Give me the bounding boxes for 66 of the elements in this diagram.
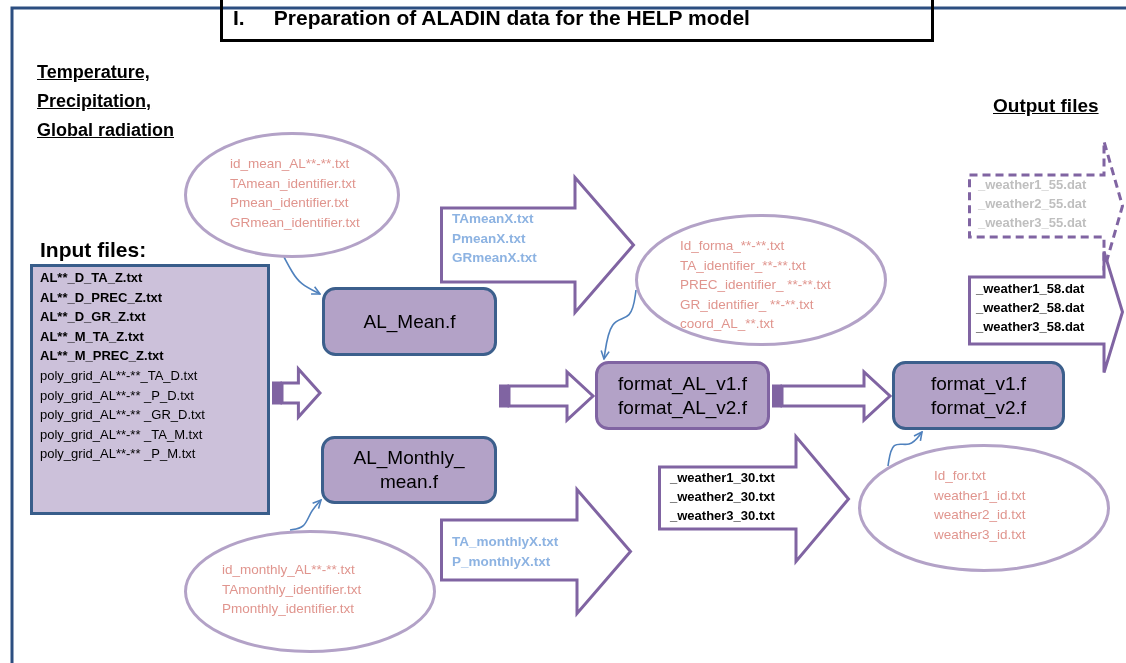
curved-arrow [283,256,321,295]
file-name: weather3_id.txt [934,525,1026,544]
program-name: AL_Mean.f [363,309,456,334]
file-name: PREC_identifier_ **-**.txt [680,276,831,295]
program-name: format_AL_v2.f [618,395,747,420]
file-name: AL**_D_TA_Z.txt [40,269,143,287]
file-name: TAmonthly_identifier.txt [222,580,362,599]
block-arrow-shape [440,488,632,615]
program-box [322,287,497,356]
file-name: coord_AL_**.txt [680,315,775,334]
file-name: Pmean_identifier.txt [230,194,350,213]
file-name: GR_identifier_ **-**.txt [680,295,815,314]
file-name: id_monthly_AL**-**.txt [222,561,356,579]
file-name: Id_for.txt [934,467,987,485]
program-name: format_v1.f [930,371,1026,396]
program-name: format_AL_v1.f [618,371,747,396]
file-name: weather1_id.txt [934,486,1026,505]
block-arrow-shape [968,250,1124,374]
program-box [595,361,770,430]
title-box: I. Preparation of ALADIN data for the HELP model [220,0,934,42]
file-name: poly_grid_AL**-**_TA_D.txt [40,367,198,385]
program-name: format_v2.f [930,395,1026,420]
file-name: Id_forma_**-**.txt [680,237,786,255]
file-name: id_mean_AL**-**.txt [230,155,351,173]
file-name: _weather2_55.dat [978,194,1087,213]
file-list-ellipse [184,132,400,258]
file-name: P_monthlyX.txt [452,552,552,571]
file-name: TAmean_identifier.txt [230,174,357,193]
panel-heading: Input files: [40,237,147,263]
file-name: _weather1_58.dat [976,280,1085,298]
file-name: weather2_id.txt [934,506,1026,525]
file-name: AL**_M_PREC_Z.txt [40,347,164,366]
file-name: poly_grid_AL**-** _GR_D.txt [40,406,205,425]
program-box [892,361,1065,430]
curved-arrow [600,289,637,360]
file-name: AL**_M_TA_Z.txt [40,327,144,346]
file-name: poly_grid_AL**-** _P_D.txt [40,386,194,405]
program-name: AL_Monthly_ mean.f [352,446,466,494]
file-name: _weather1_30.txt [670,469,775,487]
file-name: poly_grid_AL**-** _TA_M.txt [40,425,203,444]
file-name: Pmonthly_identifier.txt [222,600,356,619]
file-name: poly_grid_AL**-** _P_M.txt [40,445,196,464]
file-name: AL**_D_GR_Z.txt [40,308,146,327]
file-name: _weather3_30.txt [670,506,775,525]
file-name: TA_monthlyX.txt [452,533,559,551]
file-name: GRmeanX.txt [452,249,537,268]
file-name: _weather1_55.dat [978,176,1087,194]
file-list-ellipse [184,530,436,653]
curved-arrow [887,431,923,467]
heading-label: Output files [993,94,1100,118]
file-name: _weather2_58.dat [976,298,1085,317]
file-name: AL**_D_PREC_Z.txt [40,288,163,307]
file-name: TAmeanX.txt [452,210,535,228]
heading-label: Temperature, Precipitation, Global radiation [37,61,175,142]
file-list-ellipse [858,444,1110,572]
file-list-ellipse [635,214,887,346]
file-name: TA_identifier_**-**.txt [680,256,807,275]
program-box [321,436,497,504]
file-name: GRmean_identifier.txt [230,213,360,232]
block-arrow-shape [440,176,635,314]
block-arrow-shape [658,435,850,563]
file-name: _weather3_58.dat [976,317,1085,336]
file-name: _weather2_30.txt [670,487,775,506]
file-name: _weather3_55.dat [978,213,1087,232]
curved-arrow [289,499,322,531]
file-name: PmeanX.txt [452,229,527,248]
